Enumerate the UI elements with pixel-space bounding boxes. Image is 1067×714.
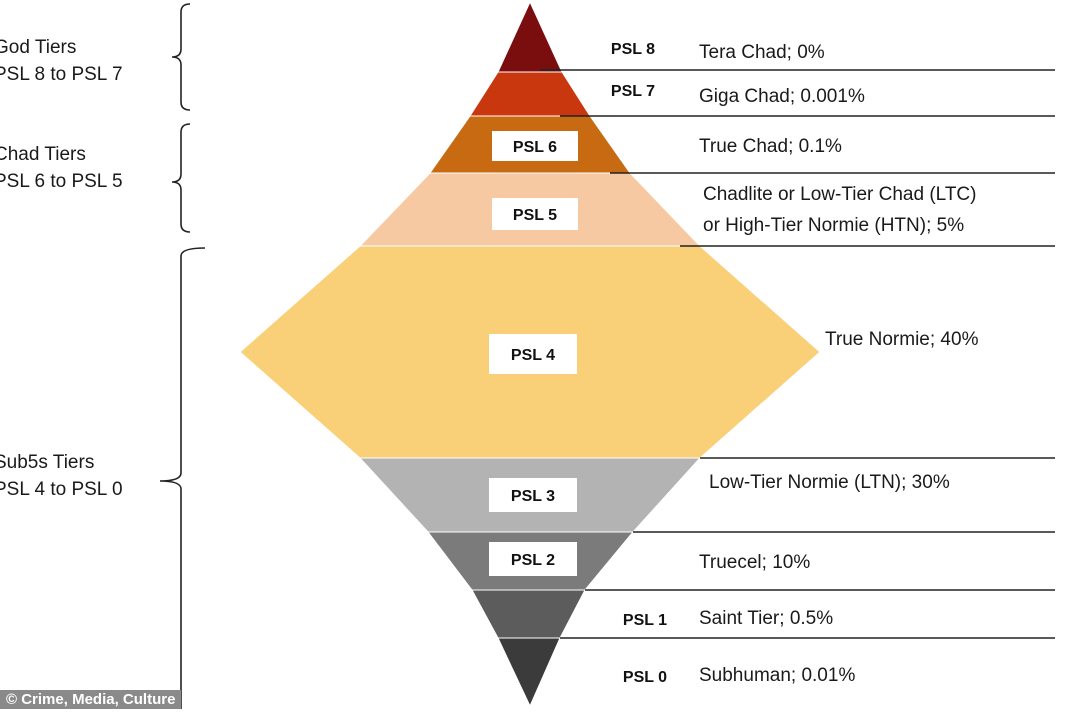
tier-tag-box-psl-6 <box>492 131 578 161</box>
group-range: PSL 6 to PSL 5 <box>0 171 123 192</box>
tier-tag-box-psl-2 <box>489 542 577 576</box>
tier-description-psl-5: or High-Tier Normie (HTN); 5% <box>703 215 964 236</box>
tier-tag-psl-3: PSL 3 <box>511 488 555 505</box>
tier-shape-psl-8 <box>497 0 563 73</box>
group-range: PSL 8 to PSL 7 <box>0 64 123 85</box>
group-label-god-tiers: God Tiers PSL 8 to PSL 7 <box>0 34 123 88</box>
brace-chad-tiers <box>171 123 191 233</box>
tier-description-psl-6: True Chad; 0.1% <box>699 136 842 157</box>
tier-shape-psl-1 <box>471 589 586 639</box>
tier-description-psl-2: Truecel; 10% <box>699 552 810 573</box>
tier-description-psl-0: Subhuman; 0.01% <box>699 665 855 686</box>
brace-god-tiers <box>171 3 191 111</box>
tier-shape-psl-7 <box>469 71 591 117</box>
tier-tag-psl-6: PSL 6 <box>513 139 557 156</box>
tier-tag-psl-8: PSL 8 <box>611 41 655 58</box>
tier-shape-psl-0 <box>497 637 561 708</box>
group-title: God Tiers <box>0 37 77 58</box>
tier-tag-psl-7: PSL 7 <box>611 83 655 100</box>
tier-tag-psl-2: PSL 2 <box>511 552 555 569</box>
tier-tag-psl-0: PSL 0 <box>623 669 667 686</box>
tier-description-psl-4: True Normie; 40% <box>825 329 979 350</box>
image-credit: © Crime, Media, Culture <box>0 690 182 709</box>
group-title: Chad Tiers <box>0 144 86 165</box>
group-label-chad-tiers: Chad Tiers PSL 6 to PSL 5 <box>0 141 123 195</box>
tier-description-psl-8: Tera Chad; 0% <box>699 42 825 63</box>
tier-tag-box-psl-5 <box>492 198 578 230</box>
tier-tag-box-psl-4 <box>489 334 577 374</box>
group-label-sub5s-tiers: Sub5s Tiers PSL 4 to PSL 0 <box>0 449 123 503</box>
tier-tag-psl-1: PSL 1 <box>623 612 667 629</box>
tier-description-psl-7: Giga Chad; 0.001% <box>699 86 865 107</box>
tier-description-psl-5: Chadlite or Low-Tier Chad (LTC) <box>703 184 976 205</box>
tier-description-psl-3: Low-Tier Normie (LTN); 30% <box>709 472 950 493</box>
group-title: Sub5s Tiers <box>0 452 95 473</box>
tier-tag-box-psl-3 <box>489 478 577 512</box>
tier-description-psl-1: Saint Tier; 0.5% <box>699 608 833 629</box>
brace-sub5s-tiers <box>159 247 206 709</box>
tier-tag-psl-5: PSL 5 <box>513 207 557 224</box>
tier-tag-psl-4: PSL 4 <box>511 347 555 364</box>
group-range: PSL 4 to PSL 0 <box>0 479 123 500</box>
